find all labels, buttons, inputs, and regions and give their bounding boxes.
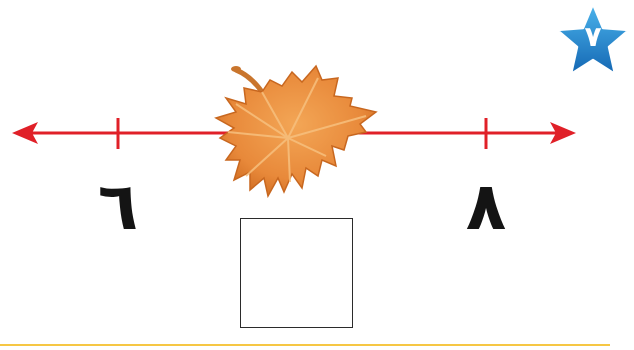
answer-box[interactable] [240, 218, 353, 328]
number-label-six: ٦ [88, 174, 148, 240]
exercise-number: ٧ [553, 23, 633, 51]
maple-leaf-icon [216, 66, 376, 196]
page-divider [0, 344, 610, 346]
exercise-number-badge: ٧ [553, 0, 633, 80]
number-label-eight: ٨ [456, 174, 516, 240]
